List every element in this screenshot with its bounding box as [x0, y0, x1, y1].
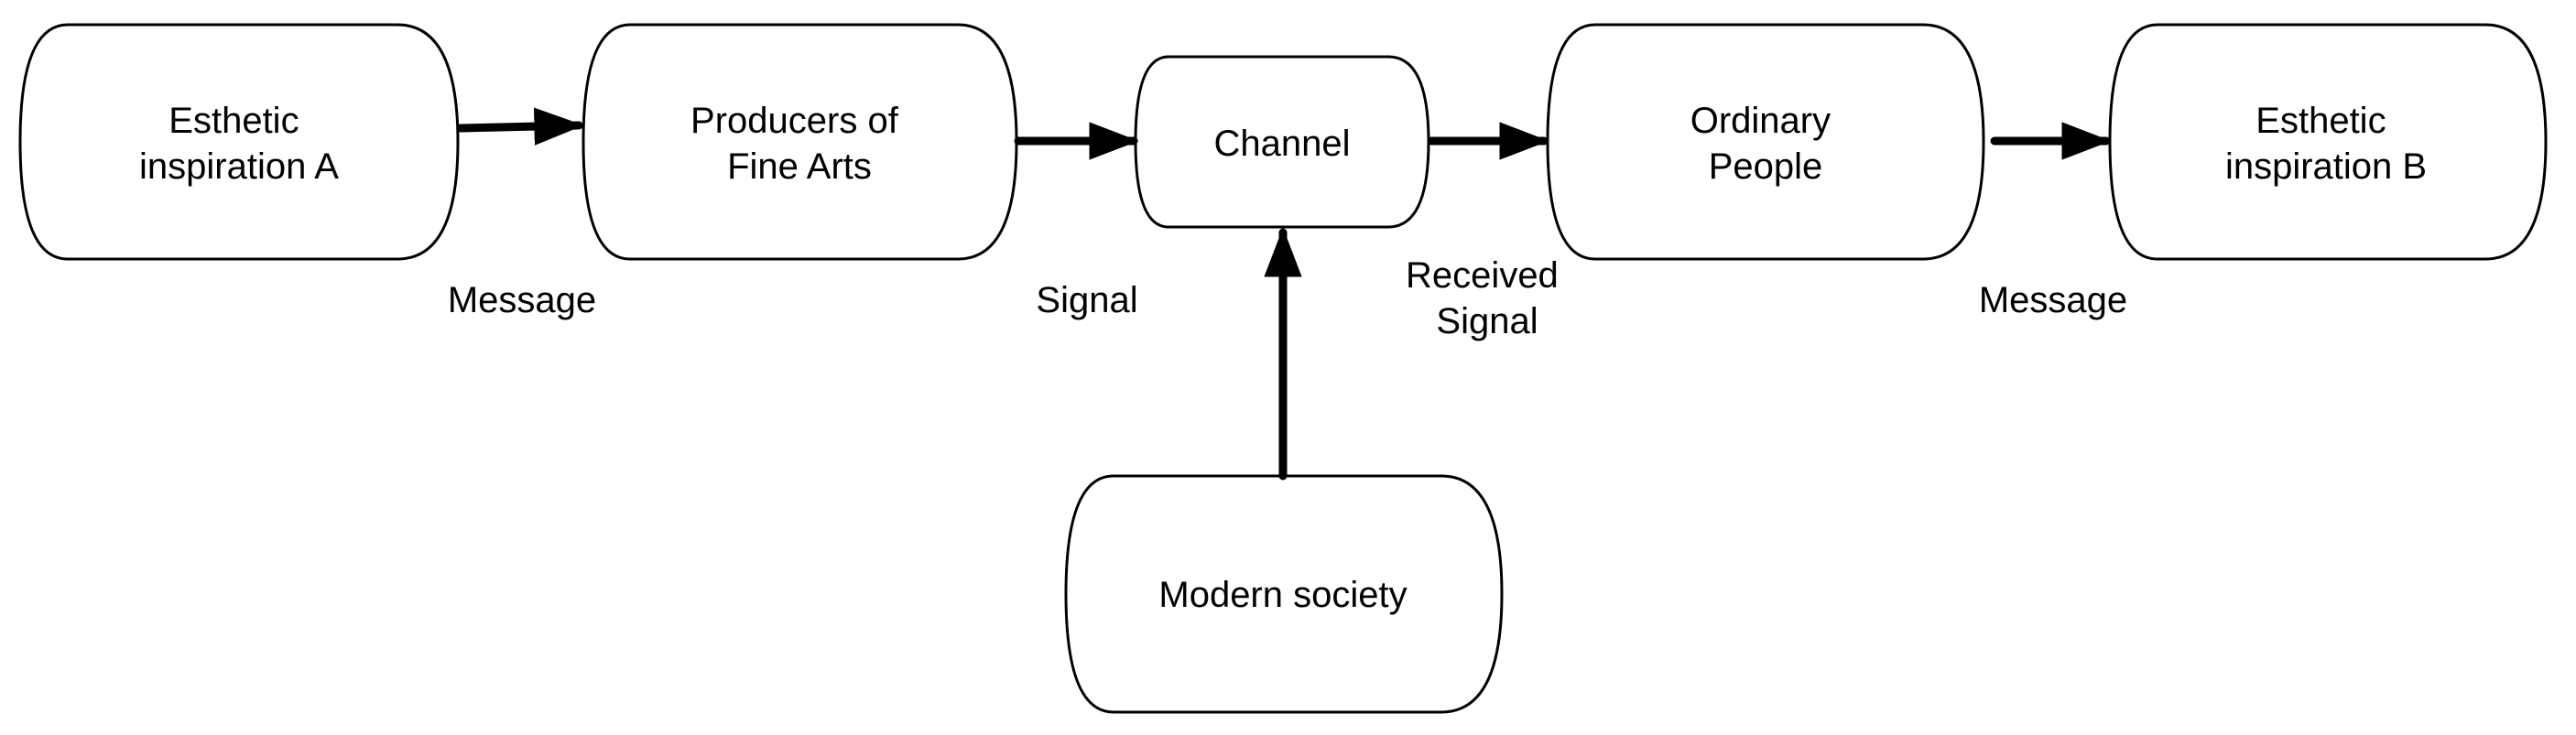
svg-text:Esthetic inspiration B: Esthetic inspiration B: [2225, 101, 2427, 187]
svg-text:Esthetic inspiration A: Esthetic inspiration A: [139, 101, 339, 187]
edge-label-received-signal-line-2: Signal: [1436, 301, 1538, 341]
svg-text:Ordinary People: Ordinary People: [1690, 101, 1842, 187]
node-modern-society-shape: [1064, 474, 1504, 714]
node-modern-society: Modern society: [1064, 474, 1504, 714]
svg-text:Producers of Fine Arts: Producers of Fine Arts: [690, 101, 908, 187]
edge-label-received-signal-line-1: Received: [1406, 255, 1559, 296]
node-esthetic-inspiration-a-shape: [18, 23, 460, 261]
edge-label-signal: Signal: [1036, 280, 1137, 320]
edge-label-message-1: Message: [448, 280, 596, 320]
node-channel-shape: [1134, 55, 1430, 229]
node-ordinary-people-label-line-1: Ordinary: [1690, 101, 1831, 141]
edge-label-message-2: Message: [1979, 280, 2127, 320]
node-producers-of-fine-arts-label-line-1: Producers of: [690, 101, 899, 141]
node-esthetic-inspiration-b-shape: [2108, 23, 2548, 261]
node-modern-society-label: Modern society: [1158, 575, 1407, 615]
edge-label-received-signal: Received Signal: [1406, 255, 1569, 341]
node-producers-of-fine-arts-label-line-2: Fine Arts: [727, 146, 872, 187]
svg-text:Modern society: Modern society: [1158, 575, 1407, 615]
node-channel: Channel: [1134, 55, 1430, 229]
node-esthetic-inspiration-a-label-line-1: Esthetic: [168, 101, 299, 141]
node-esthetic-inspiration-b-label-line-1: Esthetic: [2255, 101, 2386, 141]
edge-label-signal-line: Signal: [1036, 280, 1137, 320]
edge-label-message-2-line: Message: [1979, 280, 2127, 320]
node-producers-of-fine-arts-shape: [582, 23, 1018, 261]
svg-text:Channel: Channel: [1213, 124, 1350, 164]
edge-label-message-1-line: Message: [448, 280, 596, 320]
node-esthetic-inspiration-a-label-line-2: inspiration A: [139, 146, 339, 187]
node-esthetic-inspiration-b: Esthetic inspiration B: [2108, 23, 2548, 261]
node-ordinary-people-label-line-2: People: [1709, 146, 1823, 187]
node-channel-label: Channel: [1213, 124, 1350, 164]
node-producers-of-fine-arts: Producers of Fine Arts: [582, 23, 1018, 261]
node-esthetic-inspiration-a: Esthetic inspiration A: [18, 23, 460, 261]
arrow-inspiration-a-to-producers: [456, 107, 584, 146]
node-ordinary-people-shape: [1546, 23, 1985, 261]
node-ordinary-people: Ordinary People: [1546, 23, 1985, 261]
node-esthetic-inspiration-b-label-line-2: inspiration B: [2225, 146, 2427, 187]
